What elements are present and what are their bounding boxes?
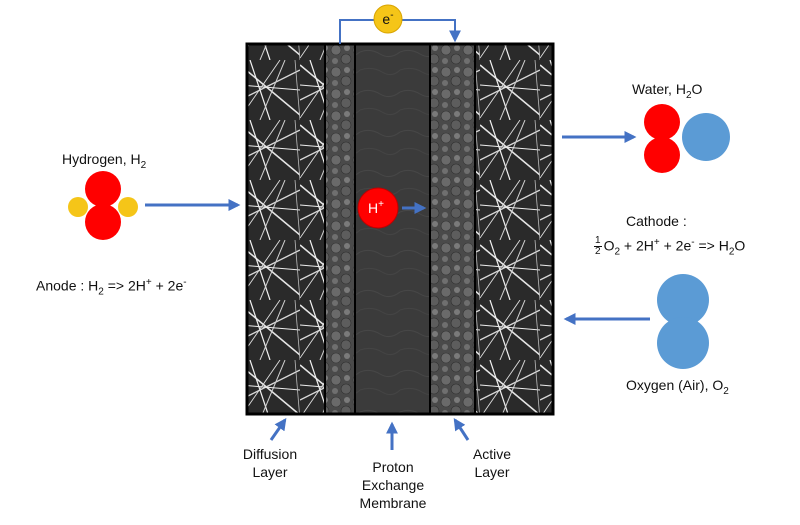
- cathode-diffusion-layer: [475, 44, 553, 414]
- active-layer-label: Active Layer: [472, 446, 512, 480]
- proton-exchange-membrane: [355, 44, 430, 414]
- proton-label: H+: [368, 199, 384, 216]
- hydrogen-molecule-icon: [68, 171, 138, 240]
- hydrogen-label: Hydrogen, H2: [62, 151, 147, 171]
- oxygen-label: Oxygen (Air), O2: [626, 377, 729, 397]
- electron-circuit-wire-return: [402, 19, 461, 43]
- cell-outline: [245, 42, 555, 416]
- cathode-active-layer: [430, 44, 475, 414]
- oxygen-molecule-icon: [657, 274, 709, 369]
- diffusion-layer-label: Diffusion Layer: [242, 446, 298, 480]
- electron-icon: [373, 4, 403, 34]
- electron-circuit-wire: [339, 19, 374, 44]
- anode-diffusion-layer: [247, 44, 325, 414]
- proton-icon: [357, 187, 399, 229]
- anode-equation: Anode : H2 => 2H+ + 2e-: [36, 277, 187, 298]
- membrane-label: Proton Exchange Membrane: [359, 459, 427, 511]
- cathode-title: Cathode :: [626, 213, 687, 229]
- active-layer-pointer: [453, 417, 470, 441]
- diffusion-layer-pointer: [269, 418, 287, 441]
- anode-active-layer: [325, 44, 355, 414]
- water-molecule-icon: [644, 104, 730, 173]
- electron-label: e-: [382, 10, 393, 27]
- water-label: Water, H2O: [632, 81, 703, 101]
